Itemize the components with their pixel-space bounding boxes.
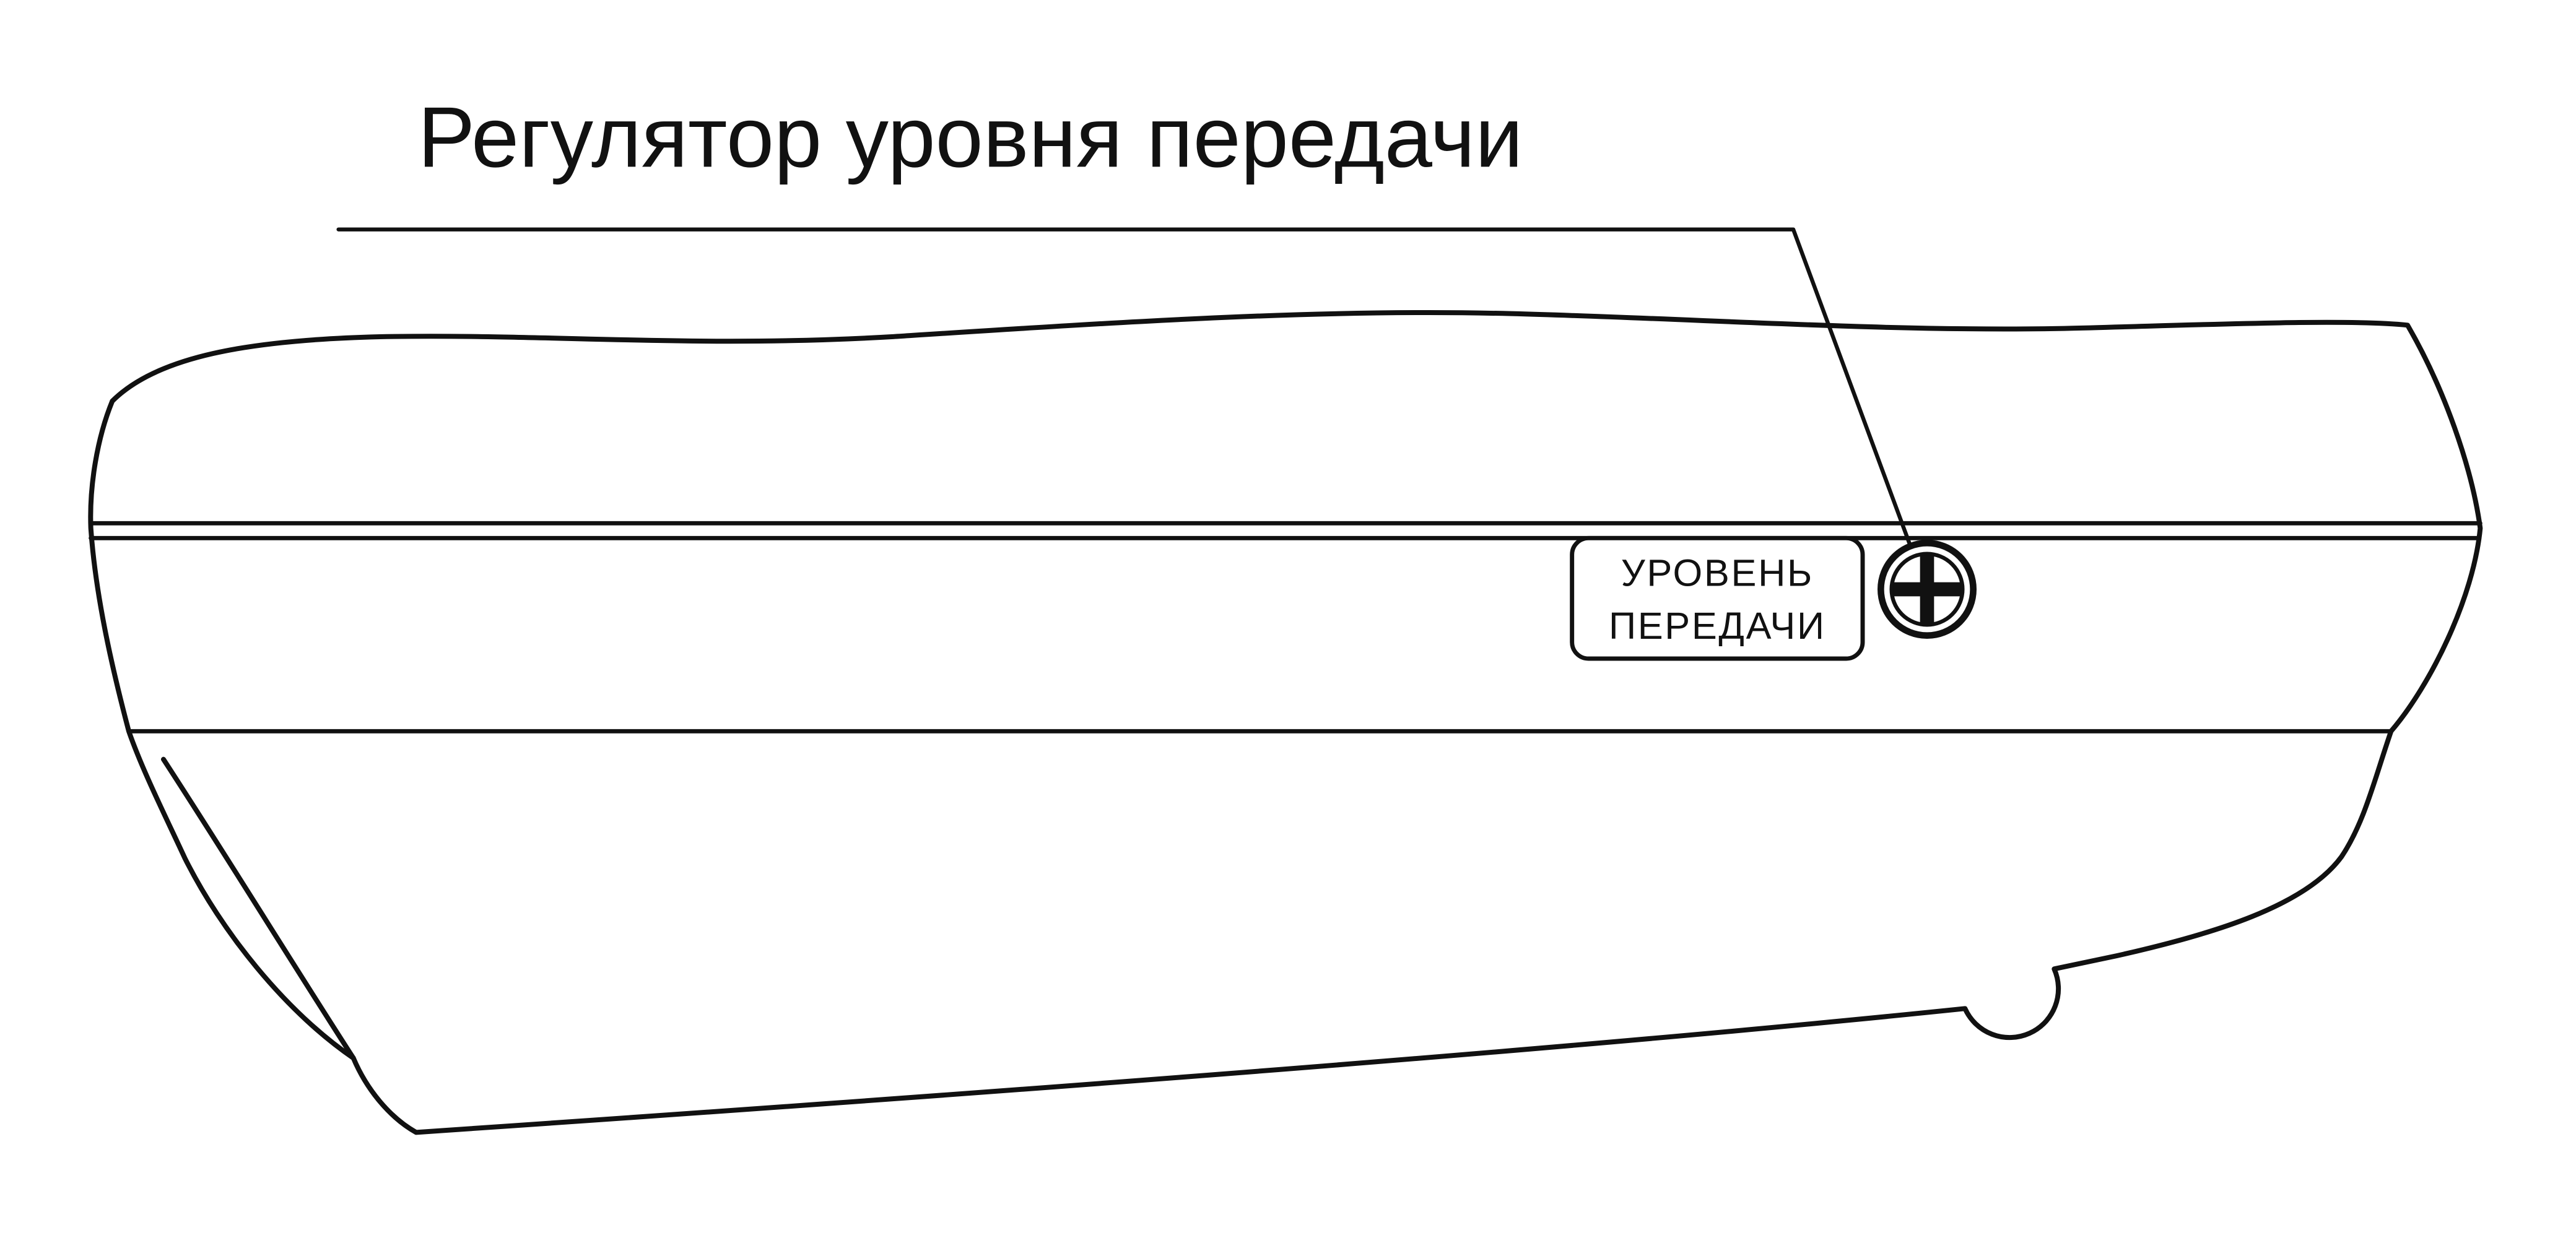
transmit-level-label-line1: УРОВЕНЬ: [1621, 552, 1814, 594]
device-outline: [88, 310, 2483, 1135]
phillips-screw-icon: [1878, 540, 1977, 639]
callout-leader-line: [336, 227, 1913, 548]
transmit-level-label-line2: ПЕРЕДАЧИ: [1609, 604, 1826, 647]
case-crease-line: [161, 756, 356, 1061]
transmit-level-label-box: [1570, 535, 1865, 661]
screw-cross-slot: [1893, 555, 1961, 623]
diagram-title: Регулятор уровня передачи: [418, 89, 1523, 185]
